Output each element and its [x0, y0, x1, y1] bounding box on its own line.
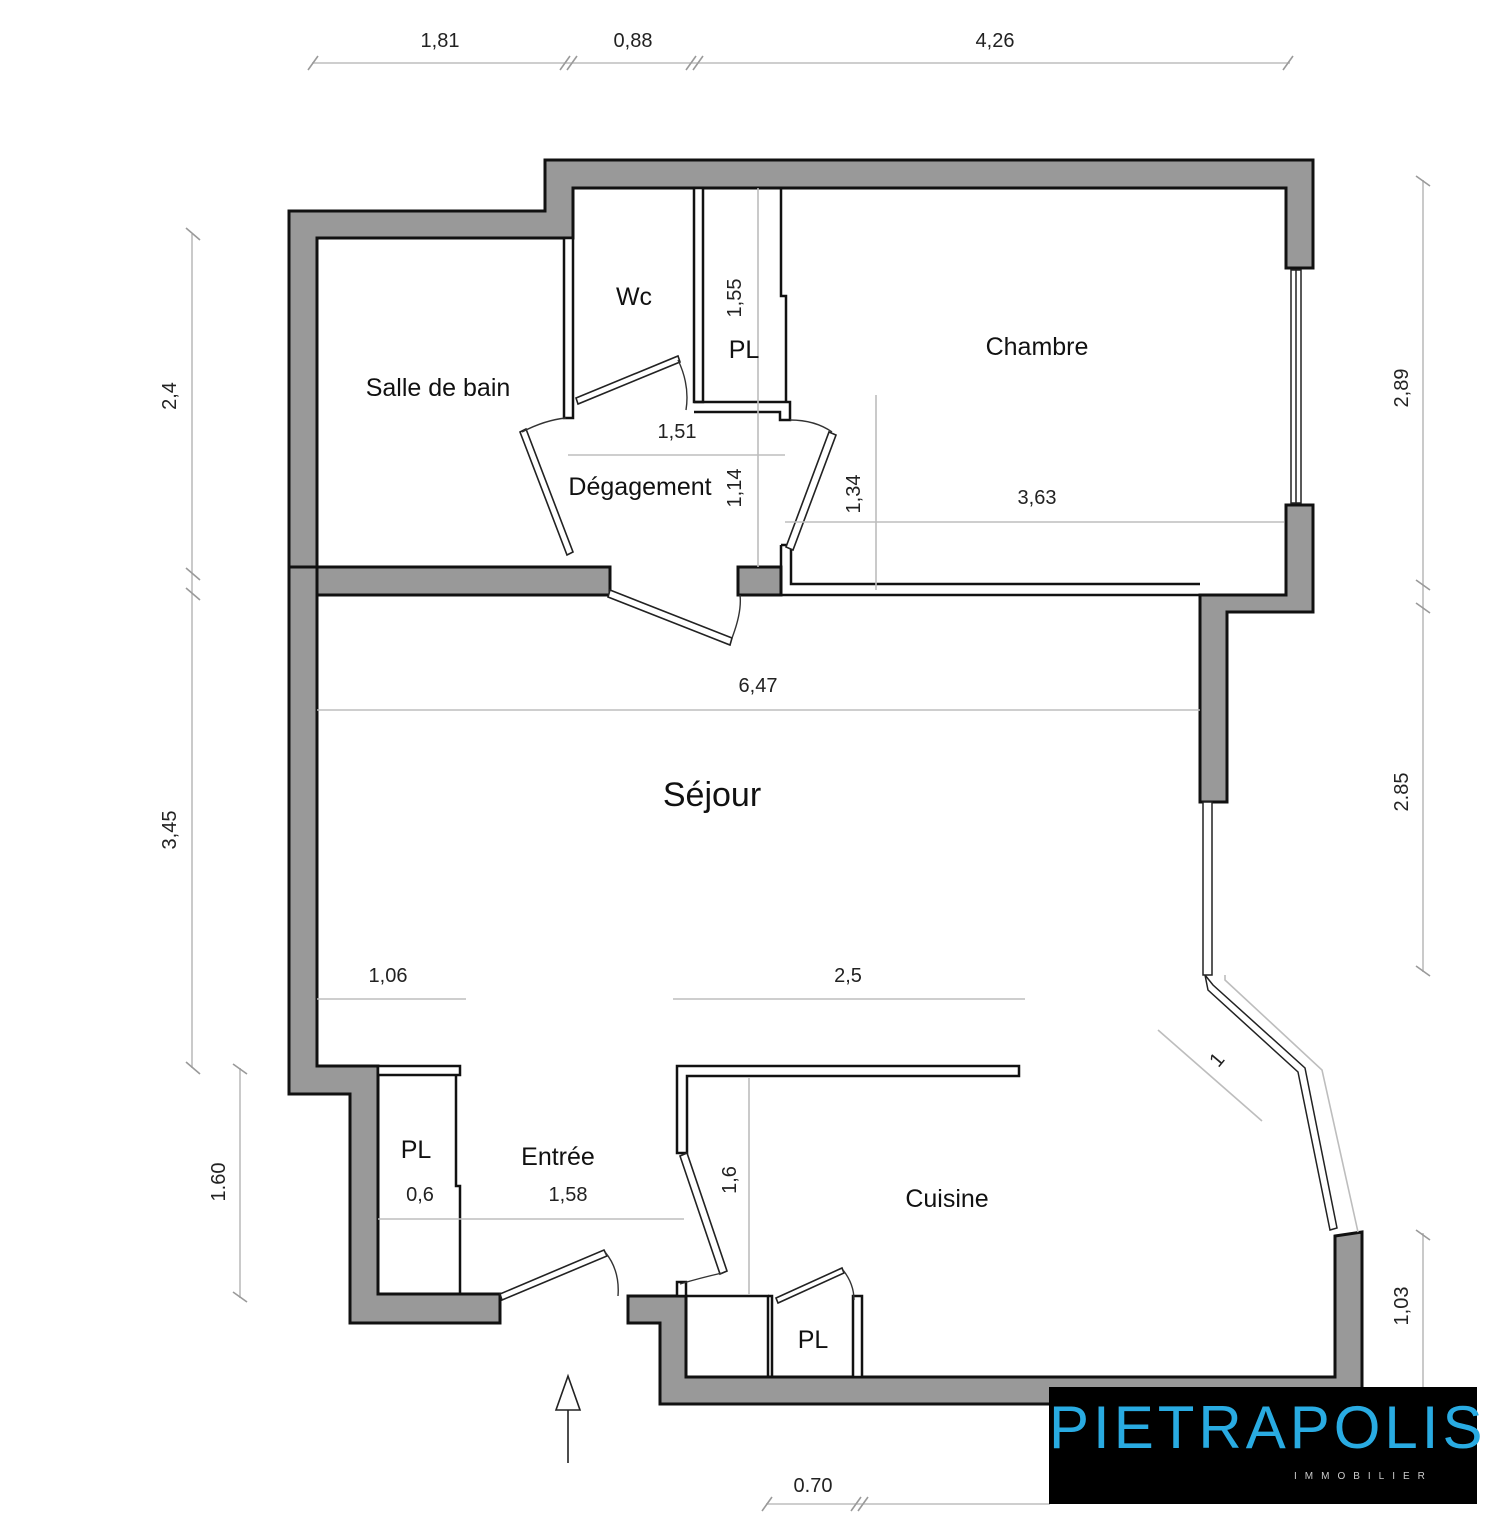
bottom-dimension-chain	[761, 1496, 1050, 1512]
interior-partitions	[376, 186, 1359, 1379]
room-label-entree: Entrée	[521, 1143, 595, 1171]
dim-right-2: 2.85	[1391, 773, 1413, 812]
room-label-wc: Wc	[616, 283, 652, 311]
left-dimension-chain	[185, 227, 248, 1303]
dim-degagement-height: 1,14	[724, 469, 746, 508]
dim-left-1: 2,4	[159, 382, 181, 410]
dim-pl-entree-width: 0,6	[406, 1184, 434, 1206]
dim-right-3: 1,03	[1391, 1287, 1413, 1326]
dim-top-1: 1,81	[421, 30, 460, 52]
room-label-pl-entree: PL	[401, 1136, 432, 1164]
room-label-pl-top: PL	[729, 336, 760, 364]
logo-name: PIETRAPOLIS	[1049, 1394, 1487, 1461]
right-dimension-chain	[1415, 175, 1431, 1390]
dim-chambre-height: 1,34	[843, 475, 865, 514]
dim-sejour-counter: 2,5	[834, 965, 862, 987]
arrow-up-icon	[554, 1373, 582, 1463]
dim-sejour-left: 1,06	[369, 965, 408, 987]
room-label-sejour: Séjour	[663, 776, 761, 814]
dim-left-3: 1.60	[208, 1163, 230, 1202]
dim-top-2: 0,88	[614, 30, 653, 52]
interior-dimensions	[317, 188, 1284, 1294]
dim-entree-width: 1,58	[549, 1184, 588, 1206]
dim-right-1: 2,89	[1391, 369, 1413, 408]
room-label-pl-cuisine: PL	[798, 1326, 829, 1354]
dim-cuisine-height: 1,6	[719, 1166, 741, 1194]
room-label-chambre: Chambre	[986, 333, 1089, 361]
logo-subtitle: IMMOBILIER	[1294, 1471, 1433, 1482]
room-label-cuisine: Cuisine	[905, 1185, 988, 1213]
doors	[499, 354, 855, 1305]
dim-left-2: 3,45	[159, 811, 181, 850]
room-label-degagement: Dégagement	[568, 473, 711, 501]
exterior-walls	[287, 158, 1364, 1406]
pietrapolis-logo: PIETRAPOLIS IMMOBILIER	[1049, 1387, 1487, 1504]
dim-top-3: 4,26	[976, 30, 1015, 52]
top-dimension-chain	[307, 55, 1294, 71]
dim-pl-height: 1,55	[724, 279, 746, 318]
dim-degagement-width: 1,51	[658, 421, 697, 443]
room-label-salle-de-bain: Salle de bain	[366, 374, 511, 402]
dim-bottom: 0.70	[794, 1475, 833, 1497]
dim-sejour-width: 6,47	[739, 675, 778, 697]
dim-chambre-width: 3,63	[1018, 487, 1057, 509]
dim-bay-window: 1	[1205, 1049, 1229, 1072]
